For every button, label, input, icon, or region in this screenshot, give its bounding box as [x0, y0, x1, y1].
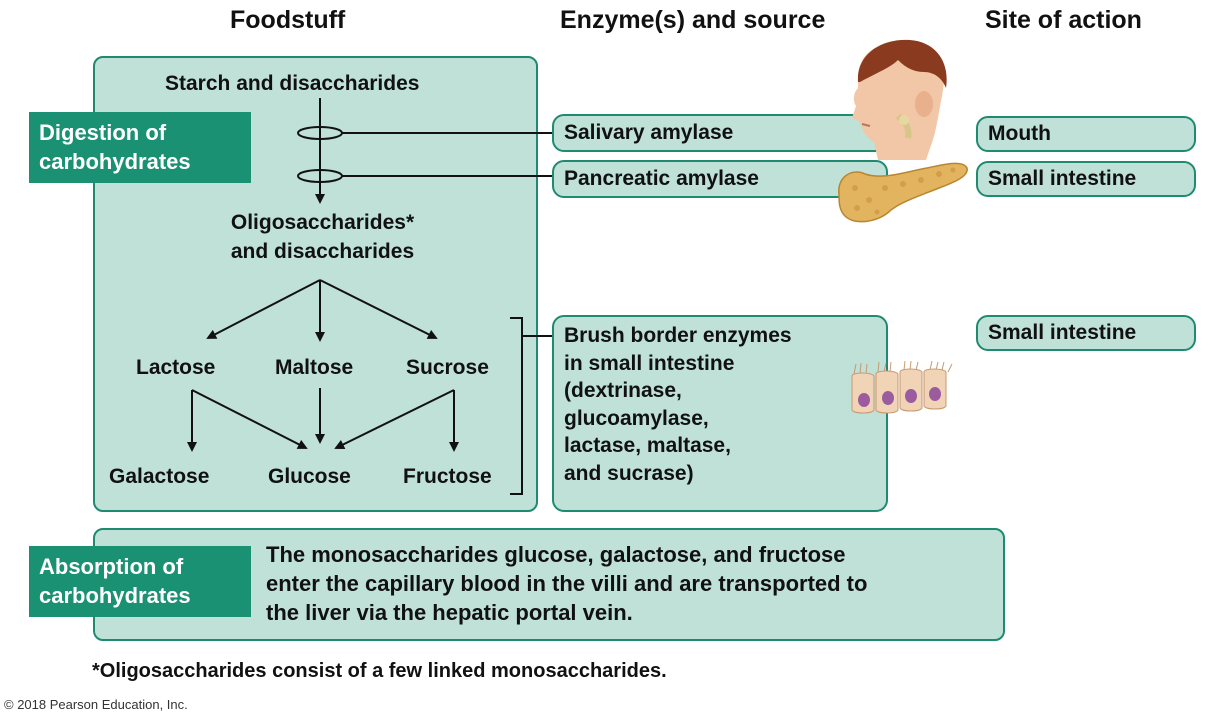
oligo-line2: and disaccharides [230, 240, 415, 263]
brush-line: lactase, maltase, [564, 434, 731, 457]
brush-line: in small intestine [564, 351, 735, 375]
digestion-tag: Digestion of carbohydrates [29, 112, 251, 183]
salivary-amylase-label: Salivary amylase [564, 121, 734, 144]
digestion-tag-line1: Digestion of [39, 120, 167, 145]
absorption-tag: Absorption of carbohydrates [29, 546, 251, 617]
brush-line: glucoamylase, [564, 406, 709, 430]
absorption-tag-line2: carbohydrates [39, 583, 191, 608]
maltose-label: Maltose [275, 356, 354, 379]
absorption-text: The monosaccharides glucose, galactose, … [266, 540, 867, 627]
brush-line: (dextrinase, [564, 379, 682, 402]
brush-line: and sucrase) [564, 461, 694, 485]
salivary-amylase-box: Salivary amylase [552, 114, 888, 152]
absorption-line: The monosaccharides glucose, galactose, … [266, 542, 846, 567]
site-small-intestine-box-2: Small intestine [976, 315, 1196, 351]
galactose-label: Galactose [109, 465, 210, 488]
sucrose-label: Sucrose [406, 356, 489, 379]
header-site: Site of action [985, 6, 1142, 34]
header-foodstuff: Foodstuff [230, 6, 346, 34]
intestinal-cells-illustration [851, 360, 953, 414]
site-small-intestine-label: Small intestine [988, 321, 1137, 344]
fructose-label: Fructose [403, 465, 492, 488]
oligosaccharides-label: Oligosaccharides* and disaccharides [200, 208, 445, 266]
absorption-tag-line1: Absorption of [39, 554, 184, 579]
head-illustration [852, 39, 947, 160]
pancreatic-amylase-label: Pancreatic amylase [564, 167, 759, 190]
site-mouth-box: Mouth [976, 116, 1196, 152]
absorption-line: the liver via the hepatic portal vein. [266, 600, 633, 625]
brush-line: Brush border enzymes [564, 324, 792, 347]
footnote: *Oligosaccharides consist of a few linke… [92, 660, 667, 682]
site-small-intestine-label: Small intestine [988, 167, 1137, 190]
glucose-label: Glucose [268, 465, 351, 488]
brush-border-label: Brush border enzymes in small intestine … [564, 322, 792, 487]
digestion-tag-line2: carbohydrates [39, 149, 191, 174]
oligo-line1: Oligosaccharides* [230, 211, 415, 234]
site-small-intestine-box-1: Small intestine [976, 161, 1196, 197]
site-mouth-label: Mouth [988, 122, 1051, 145]
header-enzymes: Enzyme(s) and source [560, 6, 826, 34]
brush-border-box [552, 315, 888, 512]
copyright: © 2018 Pearson Education, Inc. [4, 697, 188, 712]
starch-label: Starch and disaccharides [165, 72, 420, 95]
absorption-line: enter the capillary blood in the villi a… [266, 571, 868, 596]
lactose-label: Lactose [136, 356, 216, 379]
pancreas-illustration [838, 162, 968, 223]
